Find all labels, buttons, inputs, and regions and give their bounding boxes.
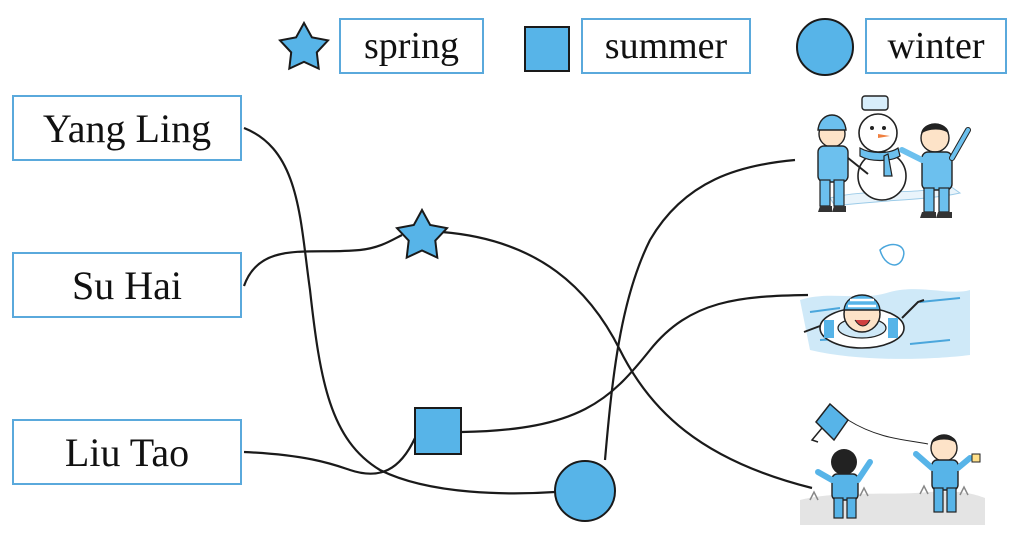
line-spring-to-kite	[441, 230, 813, 490]
kite-picture	[800, 402, 985, 525]
winter-circle-node	[554, 460, 616, 522]
square-icon	[524, 26, 570, 72]
line-yangling-to-winter	[243, 126, 556, 495]
swimming-picture	[800, 243, 970, 359]
line-winter-to-snowman	[603, 158, 796, 461]
line-suhai-to-spring	[242, 234, 403, 287]
star-icon	[278, 20, 330, 71]
snowman-picture	[817, 95, 971, 218]
name-box-su-hai: Su Hai	[12, 252, 242, 318]
summer-square-node	[414, 407, 462, 455]
name-box-yang-ling: Yang Ling	[12, 95, 242, 161]
spring-star-node	[395, 207, 449, 260]
circle-icon	[796, 18, 854, 76]
line-liutao-to-summer	[243, 437, 416, 475]
legend-spring-label: spring	[339, 18, 484, 74]
line-summer-to-swim	[461, 293, 809, 434]
legend-winter-label: winter	[865, 18, 1007, 74]
name-box-liu-tao: Liu Tao	[12, 419, 242, 485]
legend-summer-label: summer	[581, 18, 751, 74]
